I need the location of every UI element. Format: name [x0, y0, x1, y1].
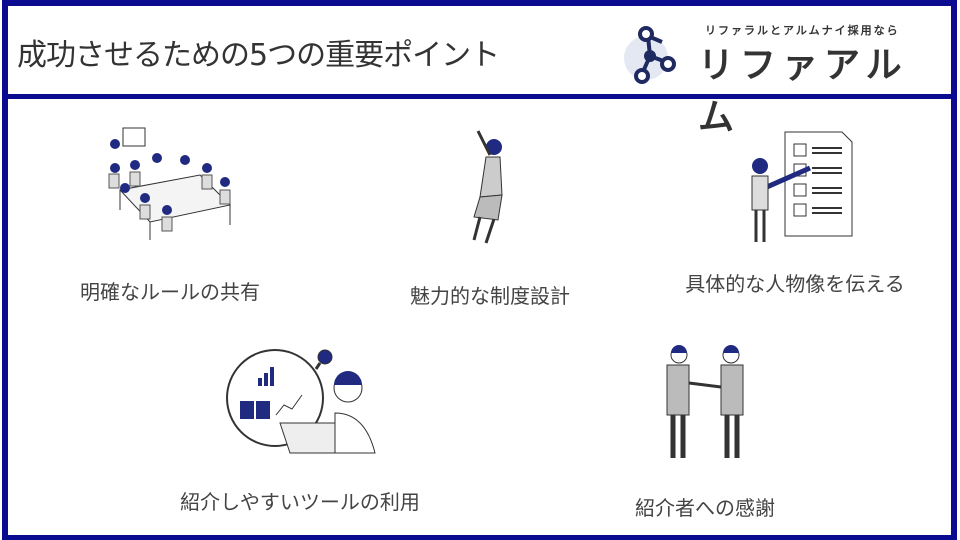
point-1: 明確なルールの共有	[55, 120, 285, 305]
header-divider	[2, 94, 957, 99]
point-3: 具体的な人物像を伝える	[660, 128, 930, 297]
handshake-illustration-icon	[666, 345, 744, 458]
point-label: 具体的な人物像を伝える	[685, 272, 905, 296]
point-5: 紹介者への感謝	[590, 343, 820, 521]
point-label: 魅力的な制度設計	[410, 284, 570, 308]
meeting-illustration-icon	[108, 127, 232, 240]
point-label: 紹介しやすいツールの利用	[180, 490, 420, 514]
point-2: 魅力的な制度設計	[385, 125, 595, 309]
point-label: 明確なルールの共有	[80, 280, 260, 304]
network-logo-icon	[624, 26, 676, 84]
cheering-person-illustration-icon	[472, 130, 503, 244]
laptop-analytics-illustration-icon	[226, 349, 376, 454]
page-title: 成功させるための5つの重要ポイント	[17, 38, 500, 73]
point-4: 紹介しやすいツールの利用	[150, 343, 450, 515]
brand-logo: リファラルとアルムナイ採用なら リファアルム	[620, 16, 940, 138]
logo-name: リファアルム	[698, 45, 908, 138]
point-label: 紹介者への感謝	[635, 496, 775, 520]
checklist-illustration-icon	[751, 131, 853, 242]
logo-tagline: リファラルとアルムナイ採用なら	[705, 24, 900, 37]
